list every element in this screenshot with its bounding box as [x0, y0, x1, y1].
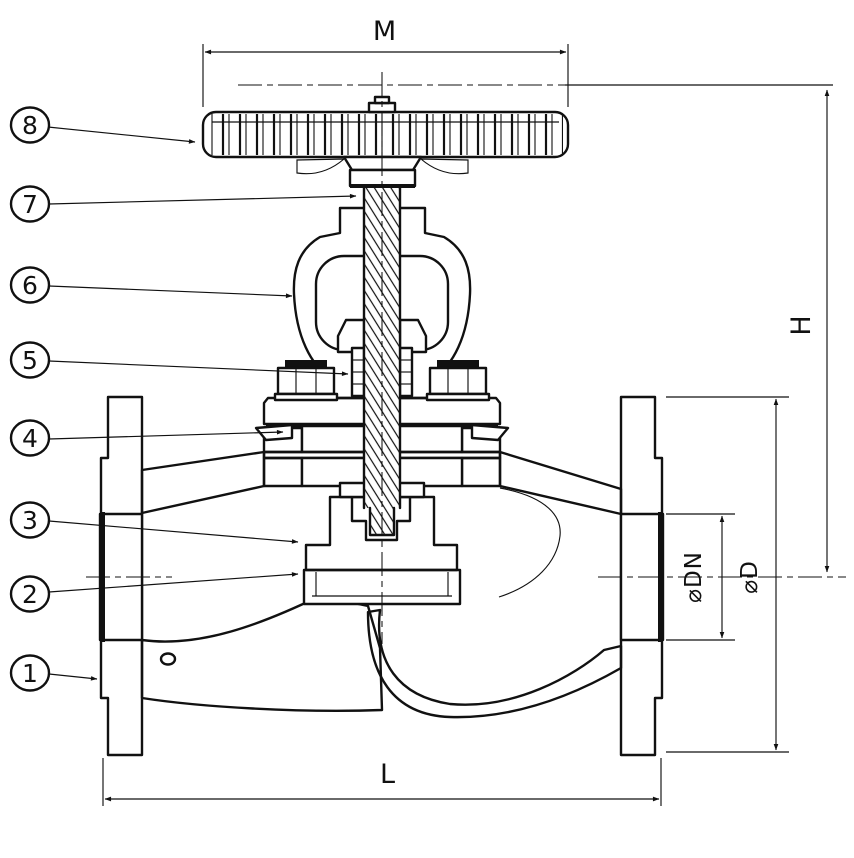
- svg-text:1: 1: [22, 659, 38, 688]
- dimension-d: ⌀D: [666, 396, 789, 753]
- dim-d-label: ⌀D: [737, 560, 763, 594]
- outlet-floor-wall: [366, 608, 623, 719]
- svg-text:6: 6: [22, 271, 38, 300]
- balloon-callouts: 8 7 6 5 4 3 2: [9, 106, 357, 692]
- right-pipe-flange: [619, 395, 665, 757]
- balloon-callout-3: 3: [9, 501, 299, 544]
- dimension-m: M: [202, 16, 569, 107]
- bonnet-flange-plate: [262, 396, 502, 426]
- bonnet-stud-nut-right: [425, 360, 491, 402]
- outlet-cavity-arc: [498, 487, 561, 598]
- dim-dn-label: ⌀DN: [681, 551, 707, 603]
- svg-text:8: 8: [22, 111, 38, 140]
- dim-m-label: M: [373, 16, 397, 47]
- svg-text:3: 3: [22, 506, 38, 535]
- balloon-callout-5: 5: [9, 341, 349, 379]
- bonnet-stud-nut-left: [273, 360, 339, 402]
- balloon-callout-6: 6: [9, 266, 293, 304]
- balloon-callout-7: 7: [9, 185, 357, 223]
- svg-text:7: 7: [22, 190, 38, 219]
- casting-boss: [159, 652, 177, 666]
- svg-text:2: 2: [22, 580, 38, 609]
- left-pipe-flange: [98, 395, 144, 757]
- balloon-callout-8: 8: [9, 106, 196, 144]
- dimension-dn: ⌀DN: [666, 513, 735, 641]
- svg-text:4: 4: [22, 424, 38, 453]
- balloon-callout-1: 1: [9, 654, 98, 692]
- dim-l-label: L: [380, 759, 396, 790]
- upper-right-body-wall: [498, 450, 623, 516]
- centerlines: [86, 72, 846, 644]
- dimension-h: H: [786, 89, 830, 573]
- inlet-floor-wall: [140, 594, 384, 712]
- gasket-lip-right: [470, 423, 510, 442]
- balloon-callout-2: 2: [9, 572, 299, 613]
- dimension-l: L: [102, 758, 662, 806]
- dim-h-label: H: [786, 314, 817, 335]
- handwheel: [201, 95, 570, 188]
- upper-left-body-wall: [140, 450, 266, 515]
- svg-text:5: 5: [22, 346, 38, 375]
- balloon-callout-4: 4: [9, 419, 284, 457]
